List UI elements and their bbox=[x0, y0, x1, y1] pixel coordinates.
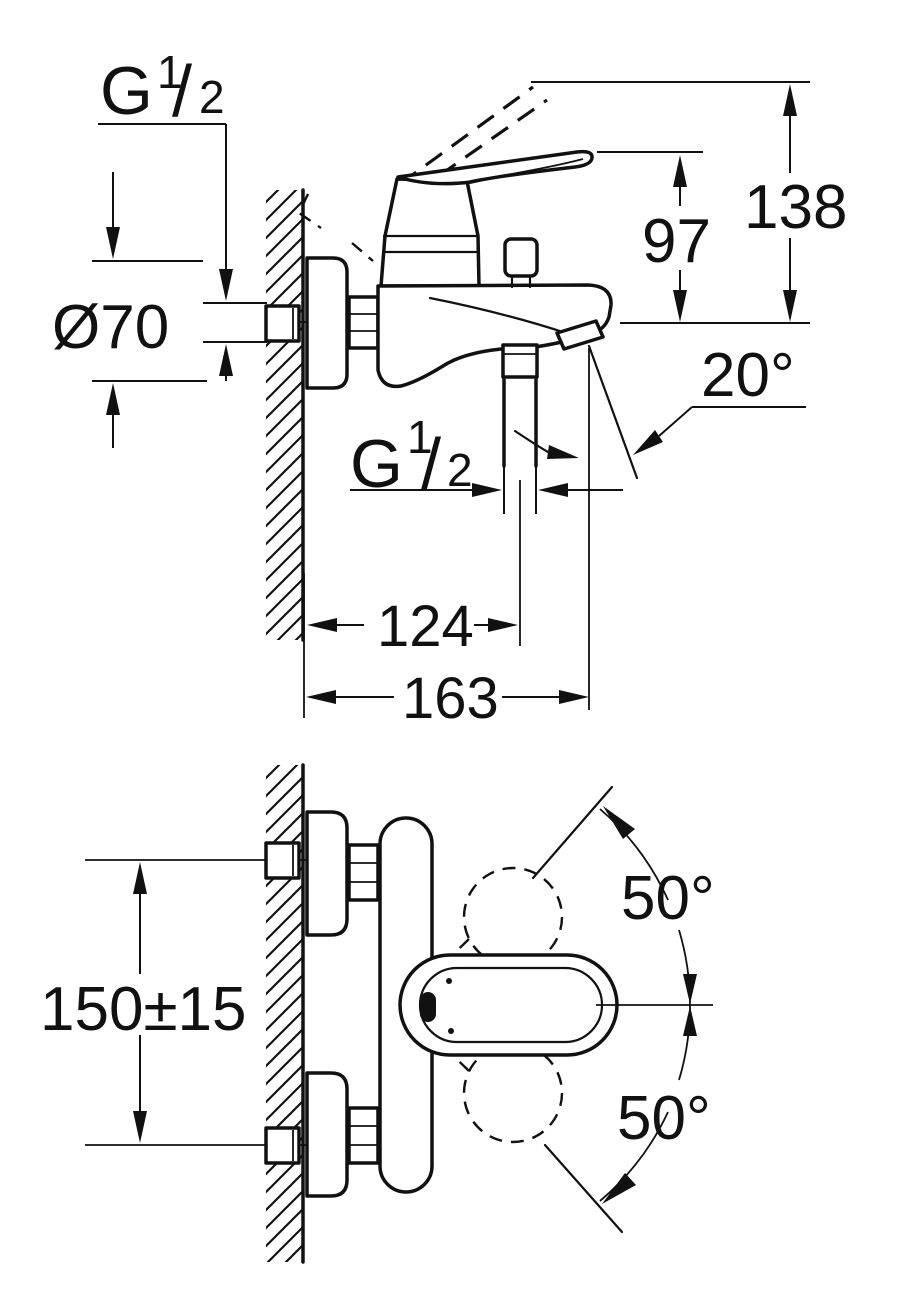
lever-handle-side bbox=[396, 149, 594, 186]
escutcheons-plan bbox=[305, 810, 349, 1198]
wall-section-plan bbox=[266, 763, 305, 1264]
inlet-thread-slash: / bbox=[172, 52, 192, 132]
cartridge-dome bbox=[379, 177, 481, 288]
inlet-thread-prefix: G bbox=[100, 53, 153, 129]
hose-thread-denominator: 2 bbox=[447, 444, 473, 496]
dim-raised-lever-height-138: 138 bbox=[531, 81, 847, 324]
lever-height-label: 97 bbox=[642, 207, 711, 276]
lever-handle-plan bbox=[398, 953, 619, 1057]
lever-logo-inlay bbox=[420, 992, 436, 1022]
connection-spacing-label: 150±15 bbox=[40, 975, 246, 1044]
dim-connection-spacing: 150±15 bbox=[40, 862, 246, 1143]
dim-lever-height-97: 97 bbox=[597, 151, 711, 322]
spout-aerator bbox=[555, 319, 605, 351]
hex-nuts-plan bbox=[347, 843, 380, 1165]
spout-angle-label: 20° bbox=[701, 341, 795, 410]
mixer-body-side bbox=[376, 283, 613, 389]
wall-section-side bbox=[266, 188, 305, 718]
wall-union-bolt-side bbox=[264, 304, 346, 343]
inlet-thread-denominator: 2 bbox=[199, 71, 225, 123]
raised-lever-height-label: 138 bbox=[744, 173, 847, 242]
wall-union-bolts-plan bbox=[85, 841, 346, 1165]
inlet-thread-numerator: 1 bbox=[157, 46, 183, 98]
dim-wall-to-spout-163: 163 bbox=[306, 666, 589, 731]
hose-thread-numerator: 1 bbox=[407, 411, 433, 463]
hex-nut-side bbox=[347, 295, 380, 350]
dim-inlet-thread: G 1 / 2 bbox=[98, 46, 267, 381]
dim-hose-thread: G 1 / 2 bbox=[350, 411, 623, 505]
dim-escutcheon-diameter: Ø70 bbox=[52, 172, 207, 448]
upper-swing-angle-label: 50° bbox=[621, 864, 715, 933]
wall-hatch bbox=[266, 765, 303, 1262]
lower-swing-angle-label: 50° bbox=[617, 1084, 711, 1153]
shower-hose bbox=[501, 343, 539, 646]
dim-spout-angle: 20° bbox=[513, 341, 806, 710]
hose-thread-slash: / bbox=[421, 425, 441, 505]
dim-wall-to-hose-124: 124 bbox=[307, 594, 518, 659]
wall-hatch bbox=[266, 190, 303, 640]
escutcheon-diameter-label: Ø70 bbox=[52, 293, 169, 362]
plan-view: 150±15 50° 50° bbox=[40, 763, 715, 1264]
side-view: 20° G 1 / 2 Ø70 97 bbox=[52, 46, 847, 731]
escutcheon-side bbox=[305, 256, 349, 390]
spout-depth-label: 163 bbox=[402, 666, 499, 731]
dim-lever-swing: 50° 50° bbox=[531, 785, 715, 1234]
hose-depth-label: 124 bbox=[377, 594, 474, 659]
diverter-knob bbox=[503, 237, 539, 289]
